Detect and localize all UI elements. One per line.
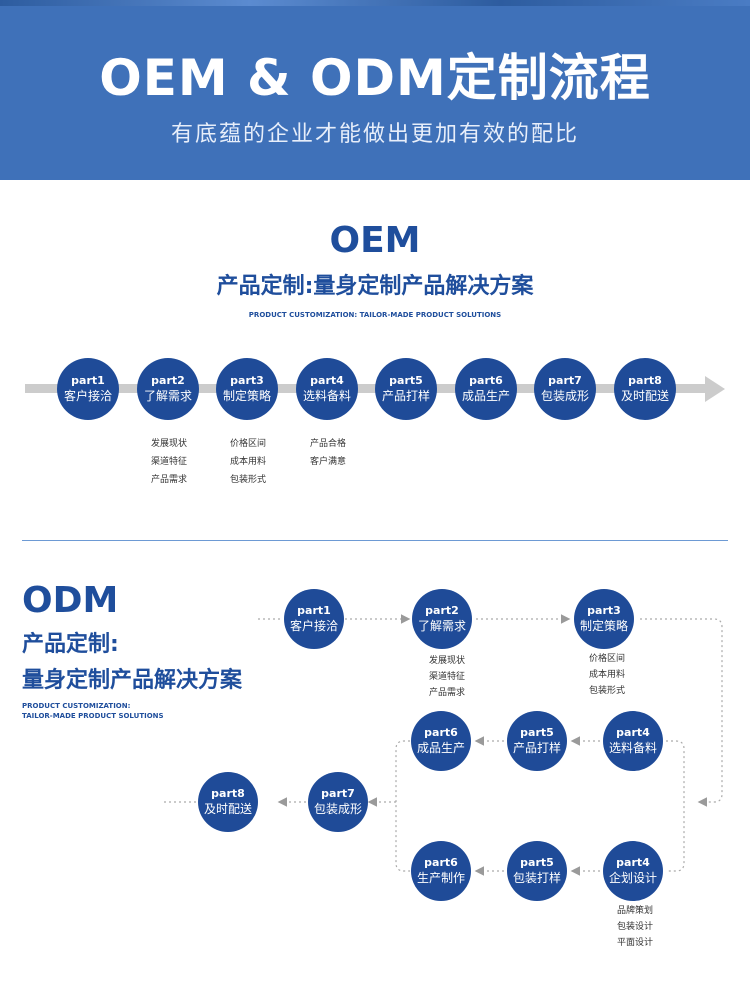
note-item: 平面设计 xyxy=(617,938,654,948)
banner-top-strip xyxy=(0,0,750,6)
oem-step-2: part2 了解需求 xyxy=(137,358,199,420)
odm-step-part5b: part5 包装打样 xyxy=(507,841,567,901)
step-part-label: part3 xyxy=(230,374,264,387)
step-part-label: part1 xyxy=(71,374,105,387)
step-name: 产品打样 xyxy=(381,389,430,403)
note-item: 成本用料 xyxy=(589,670,626,680)
step-part-label: part7 xyxy=(548,374,582,387)
step-part-label: part4 xyxy=(616,726,650,739)
note-item: 产品需求 xyxy=(429,688,466,698)
note-item: 价格区间 xyxy=(589,654,626,664)
odm-step-part3: part3 制定策略 xyxy=(574,589,634,649)
note-item: 发展现状 xyxy=(429,656,466,666)
step-part-label: part5 xyxy=(389,374,423,387)
page-subtitle: 有底蕴的企业才能做出更加有效的配比 xyxy=(170,122,579,147)
step-name: 了解需求 xyxy=(417,619,466,633)
odm-flow-connectors xyxy=(164,614,723,876)
oem-step-7: part7 包装成形 xyxy=(534,358,596,420)
step-part-label: part6 xyxy=(424,856,458,869)
step-name: 制定策略 xyxy=(222,389,271,403)
oem-notes-part4: 产品合格 客户满意 xyxy=(310,435,346,471)
odm-step-part7: part7 包装成形 xyxy=(308,772,368,832)
step-part-label: part7 xyxy=(321,787,355,800)
step-name: 产品打样 xyxy=(512,741,561,755)
step-part-label: part5 xyxy=(520,856,554,869)
step-part-label: part8 xyxy=(628,374,662,387)
step-part-label: part4 xyxy=(310,374,344,387)
oem-step-5: part5 产品打样 xyxy=(375,358,437,420)
odm-subtitle-line1: 产品定制: xyxy=(22,632,119,657)
oem-step-1: part1 客户接洽 xyxy=(57,358,119,420)
oem-subtitle: 产品定制:量身定制产品解决方案 xyxy=(216,274,534,299)
odm-step-part5: part5 产品打样 xyxy=(507,711,567,771)
step-name: 包装打样 xyxy=(512,871,561,885)
note-item: 包装形式 xyxy=(589,686,626,696)
note-item: 发展现状 xyxy=(151,439,188,449)
oem-step-8: part8 及时配送 xyxy=(614,358,676,420)
odm-connector-right-bracket xyxy=(666,740,685,872)
oem-step-3: part3 制定策略 xyxy=(216,358,278,420)
odm-step-part4: part4 选料备料 xyxy=(603,711,663,771)
note-item: 客户满意 xyxy=(310,457,347,467)
oem-notes-part3: 价格区间 成本用料 包装形式 xyxy=(230,435,266,489)
odm-connector-loop-right xyxy=(640,618,723,807)
odm-step-part6b: part6 生产制作 xyxy=(411,841,471,901)
oem-step-6: part6 成品生产 xyxy=(455,358,517,420)
oem-timeline-arrow xyxy=(25,384,705,393)
note-item: 品牌策划 xyxy=(617,906,654,916)
odm-connector-left-bracket xyxy=(395,740,410,872)
step-name: 了解需求 xyxy=(143,389,192,403)
odm-notes-part2: 发展现状 渠道特征 产品需求 xyxy=(429,653,465,701)
note-item: 成本用料 xyxy=(230,457,267,467)
note-item: 产品合格 xyxy=(310,439,347,449)
page-title: OEM & ODM定制流程 xyxy=(99,49,651,107)
step-part-label: part3 xyxy=(587,604,621,617)
oem-step-4: part4 选料备料 xyxy=(296,358,358,420)
note-item: 产品需求 xyxy=(151,475,188,485)
odm-step-part8: part8 及时配送 xyxy=(198,772,258,832)
step-part-label: part5 xyxy=(520,726,554,739)
step-name: 选料备料 xyxy=(302,389,351,403)
odm-step-part2: part2 了解需求 xyxy=(412,589,472,649)
odm-english-line1: PRODUCT CUSTOMIZATION: xyxy=(22,702,131,710)
odm-notes-part3: 价格区间 成本用料 包装形式 xyxy=(589,651,625,699)
step-name: 及时配送 xyxy=(620,389,669,403)
note-item: 价格区间 xyxy=(230,439,267,449)
oem-english-subtitle: PRODUCT CUSTOMIZATION: TAILOR-MADE PRODU… xyxy=(248,311,502,319)
step-name: 客户接洽 xyxy=(63,389,112,403)
step-part-label: part2 xyxy=(425,604,459,617)
oem-notes-part2: 发展现状 渠道特征 产品需求 xyxy=(151,435,187,489)
odm-title: ODM xyxy=(22,580,119,621)
note-item: 包装设计 xyxy=(617,922,654,932)
section-divider xyxy=(22,540,728,541)
step-name: 及时配送 xyxy=(203,802,252,816)
header-banner xyxy=(0,0,750,180)
step-part-label: part2 xyxy=(151,374,185,387)
odm-step-part4b: part4 企划设计 xyxy=(603,841,663,901)
step-part-label: part6 xyxy=(469,374,503,387)
odm-step-part6: part6 成品生产 xyxy=(411,711,471,771)
step-name: 选料备料 xyxy=(608,741,657,755)
step-name: 制定策略 xyxy=(579,619,628,633)
note-item: 包装形式 xyxy=(230,475,267,485)
oem-arrow-head-icon xyxy=(705,376,725,402)
odm-step-part1: part1 客户接洽 xyxy=(284,589,344,649)
step-part-label: part1 xyxy=(297,604,331,617)
note-item: 渠道特征 xyxy=(151,457,188,467)
odm-notes-part4b: 品牌策划 包装设计 平面设计 xyxy=(617,903,653,951)
step-part-label: part6 xyxy=(424,726,458,739)
step-name: 生产制作 xyxy=(416,871,465,885)
step-name: 包装成形 xyxy=(540,389,589,403)
step-name: 客户接洽 xyxy=(289,619,338,633)
odm-english-line2: TAILOR-MADE PRODUCT SOLUTIONS xyxy=(22,712,164,720)
odm-subtitle-line2: 量身定制产品解决方案 xyxy=(22,668,243,693)
step-name: 成品生产 xyxy=(416,741,465,755)
oem-title: OEM xyxy=(329,220,421,261)
step-name: 企划设计 xyxy=(608,871,657,885)
note-item: 渠道特征 xyxy=(429,672,466,682)
step-part-label: part8 xyxy=(211,787,245,800)
step-name: 包装成形 xyxy=(313,802,362,816)
step-name: 成品生产 xyxy=(461,389,510,403)
step-part-label: part4 xyxy=(616,856,650,869)
